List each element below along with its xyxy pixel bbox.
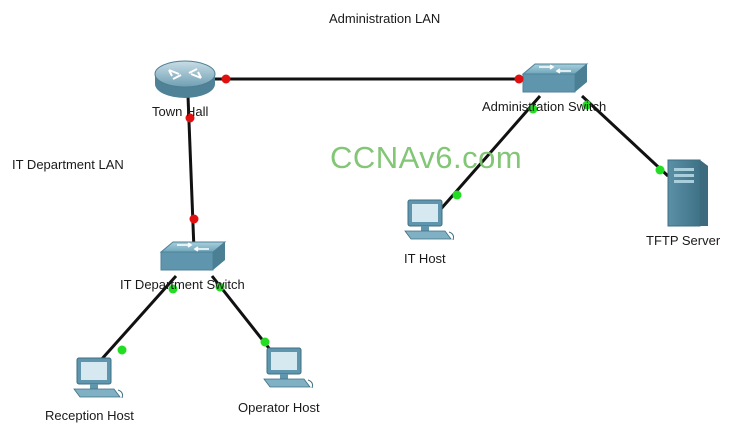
router-arrows-icon: [168, 68, 202, 80]
operator-host-label: Operator Host: [238, 400, 320, 415]
link-status-dots: [117, 74, 665, 355]
links: [90, 77, 670, 371]
link-light-admin-tftp: [582, 100, 592, 110]
switch-arrows-icon: [539, 64, 571, 74]
link-it-switch-reception-host[interactable]: [90, 275, 178, 371]
link-light-tftp-admin: [655, 165, 665, 175]
link-light-it-router: [189, 214, 199, 224]
link-light-reception-itsw: [117, 345, 127, 355]
link-light-router-admin: [221, 74, 231, 84]
router-label: Town Hall: [152, 104, 209, 119]
link-light-router-it: [185, 113, 195, 123]
admin-switch-label: Administration Switch: [482, 99, 607, 114]
reception-host-label: Reception Host: [45, 408, 134, 423]
pc-reception-host[interactable]: [73, 357, 123, 399]
link-admin-switch-tftp-server[interactable]: [580, 94, 670, 178]
link-light-itsw-operator: [215, 282, 225, 292]
link-light-itsw-reception: [168, 284, 178, 294]
link-light-operator-itsw: [260, 337, 270, 347]
pc-operator-host[interactable]: [263, 347, 313, 389]
server-tftp[interactable]: [667, 159, 708, 227]
link-light-admin-ithost: [528, 104, 538, 114]
tftp-server-label: TFTP Server: [646, 233, 721, 248]
link-light-admin-router: [514, 74, 524, 84]
admin-lan-label: Administration LAN: [329, 11, 441, 26]
it-lan-label: IT Department LAN: [12, 157, 124, 172]
watermark-text: CCNAv6.com: [330, 140, 523, 175]
router-town-hall[interactable]: [154, 60, 216, 98]
switch-administration[interactable]: [521, 63, 589, 93]
switch-it-department[interactable]: [159, 241, 227, 271]
switch-arrows-icon: [177, 242, 209, 252]
it-switch-label: IT Department Switch: [120, 277, 245, 292]
pc-it-host[interactable]: [404, 199, 454, 241]
it-host-label: IT Host: [404, 251, 446, 266]
link-light-ithost-admin: [452, 190, 462, 200]
